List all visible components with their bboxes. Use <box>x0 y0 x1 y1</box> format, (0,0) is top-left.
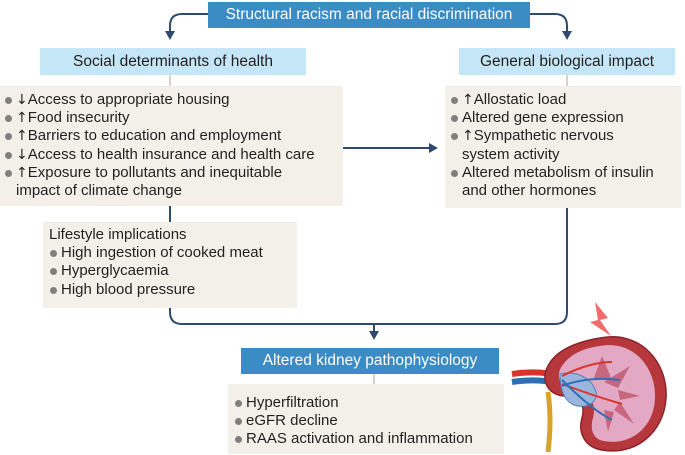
list-item: Altered gene expression <box>450 109 681 127</box>
lifestyle-list: High ingestion of cooked meat Hyperglyca… <box>49 244 297 299</box>
up-arrow-icon: ↑ <box>462 92 474 108</box>
bullet-dot <box>5 133 12 141</box>
kidney-effects-list: Hyperfiltration eGFR decline RAAS activa… <box>234 394 504 449</box>
arrow-social-to-kidney <box>169 206 374 325</box>
biological-impact-list: ↑Allostatic load Altered gene expression… <box>450 91 681 200</box>
bullet-dot <box>50 250 57 258</box>
social-determinants-list: ↓Access to appropriate housing ↑Food ins… <box>4 91 343 200</box>
list-item: Hyperglycaemia <box>49 262 297 280</box>
item-text-continued: system activity <box>462 145 560 163</box>
bullet-dot <box>235 418 242 426</box>
item-text: Hyperfiltration <box>246 394 339 411</box>
item-text: High ingestion of cooked meat <box>61 244 263 262</box>
item-text: Allostatic load <box>473 91 567 108</box>
bullet-dot <box>451 97 458 104</box>
item-text: Access to health insurance and health ca… <box>27 145 315 163</box>
kidney-pathophysiology-title: Altered kidney pathophysiology <box>262 352 478 369</box>
list-item: ↓Access to health insurance and health c… <box>4 146 343 164</box>
bullet-dot <box>451 115 458 123</box>
list-item: ↑Barriers to education and employment <box>4 127 343 145</box>
item-text: Sympathetic nervous <box>473 127 614 145</box>
item-text: Altered gene expression <box>462 109 624 127</box>
lifestyle-panel: Lifestyle implications High ingestion of… <box>43 222 297 308</box>
arrow-top-to-biological <box>530 13 572 40</box>
item-text: High blood pressure <box>61 280 196 298</box>
bullet-dot <box>235 400 242 407</box>
up-arrow-icon: ↑ <box>16 128 28 145</box>
item-text-continued: and other hormones <box>462 182 597 200</box>
list-item: ↑Food insecurity <box>4 109 343 127</box>
bullet-dot <box>5 97 12 104</box>
lifestyle-title: Lifestyle implications <box>49 226 187 243</box>
list-item: ↑Allostatic load <box>450 91 681 109</box>
item-text: Access to appropriate housing <box>27 91 230 108</box>
item-text: Altered metabolism of insulin <box>462 163 654 181</box>
biological-impact-panel: ↑Allostatic load Altered gene expression… <box>445 86 681 208</box>
item-text: Exposure to pollutants and inequitable <box>27 163 283 181</box>
bullet-dot <box>235 436 242 444</box>
bullet-dot <box>451 169 458 177</box>
arrow-top-to-social <box>165 13 208 40</box>
bullet-dot <box>5 151 12 159</box>
bullet-dot <box>5 169 12 177</box>
item-text: Barriers to education and employment <box>27 127 282 145</box>
list-item: High ingestion of cooked meat <box>49 244 297 262</box>
down-arrow-icon: ↓ <box>16 92 28 108</box>
kidney-effects-panel: Hyperfiltration eGFR decline RAAS activa… <box>228 384 504 454</box>
list-item: ↓Access to appropriate housing <box>4 91 343 109</box>
up-arrow-icon: ↑ <box>462 128 474 145</box>
bullet-dot <box>5 115 12 123</box>
social-determinants-header: Social determinants of health <box>40 48 306 75</box>
bullet-dot <box>50 286 57 294</box>
item-text: eGFR decline <box>246 412 338 430</box>
arrow-biological-to-kidney <box>374 208 568 325</box>
social-determinants-panel: ↓Access to appropriate housing ↑Food ins… <box>0 86 343 206</box>
item-text: RAAS activation and inflammation <box>246 430 473 448</box>
biological-impact-title: General biological impact <box>479 53 655 70</box>
bullet-dot <box>451 133 458 141</box>
social-determinants-title: Social determinants of health <box>73 53 273 70</box>
structural-racism-header: Structural racism and racial discriminat… <box>208 2 530 28</box>
list-item: High blood pressure <box>49 281 297 299</box>
down-arrow-icon: ↓ <box>16 146 28 163</box>
item-text: Food insecurity <box>27 109 130 127</box>
list-item: RAAS activation and inflammation <box>234 430 504 448</box>
bullet-dot <box>50 268 57 276</box>
up-arrow-icon: ↑ <box>16 110 28 127</box>
item-text: Hyperglycaemia <box>61 262 169 280</box>
structural-racism-title: Structural racism and racial discriminat… <box>225 6 513 23</box>
list-item: eGFR decline <box>234 412 504 430</box>
up-arrow-icon: ↑ <box>16 164 28 181</box>
biological-impact-header: General biological impact <box>459 48 675 75</box>
kidney-pathophysiology-header: Altered kidney pathophysiology <box>241 348 499 374</box>
list-item: Hyperfiltration <box>234 394 504 412</box>
item-text-continued: impact of climate change <box>16 182 182 200</box>
